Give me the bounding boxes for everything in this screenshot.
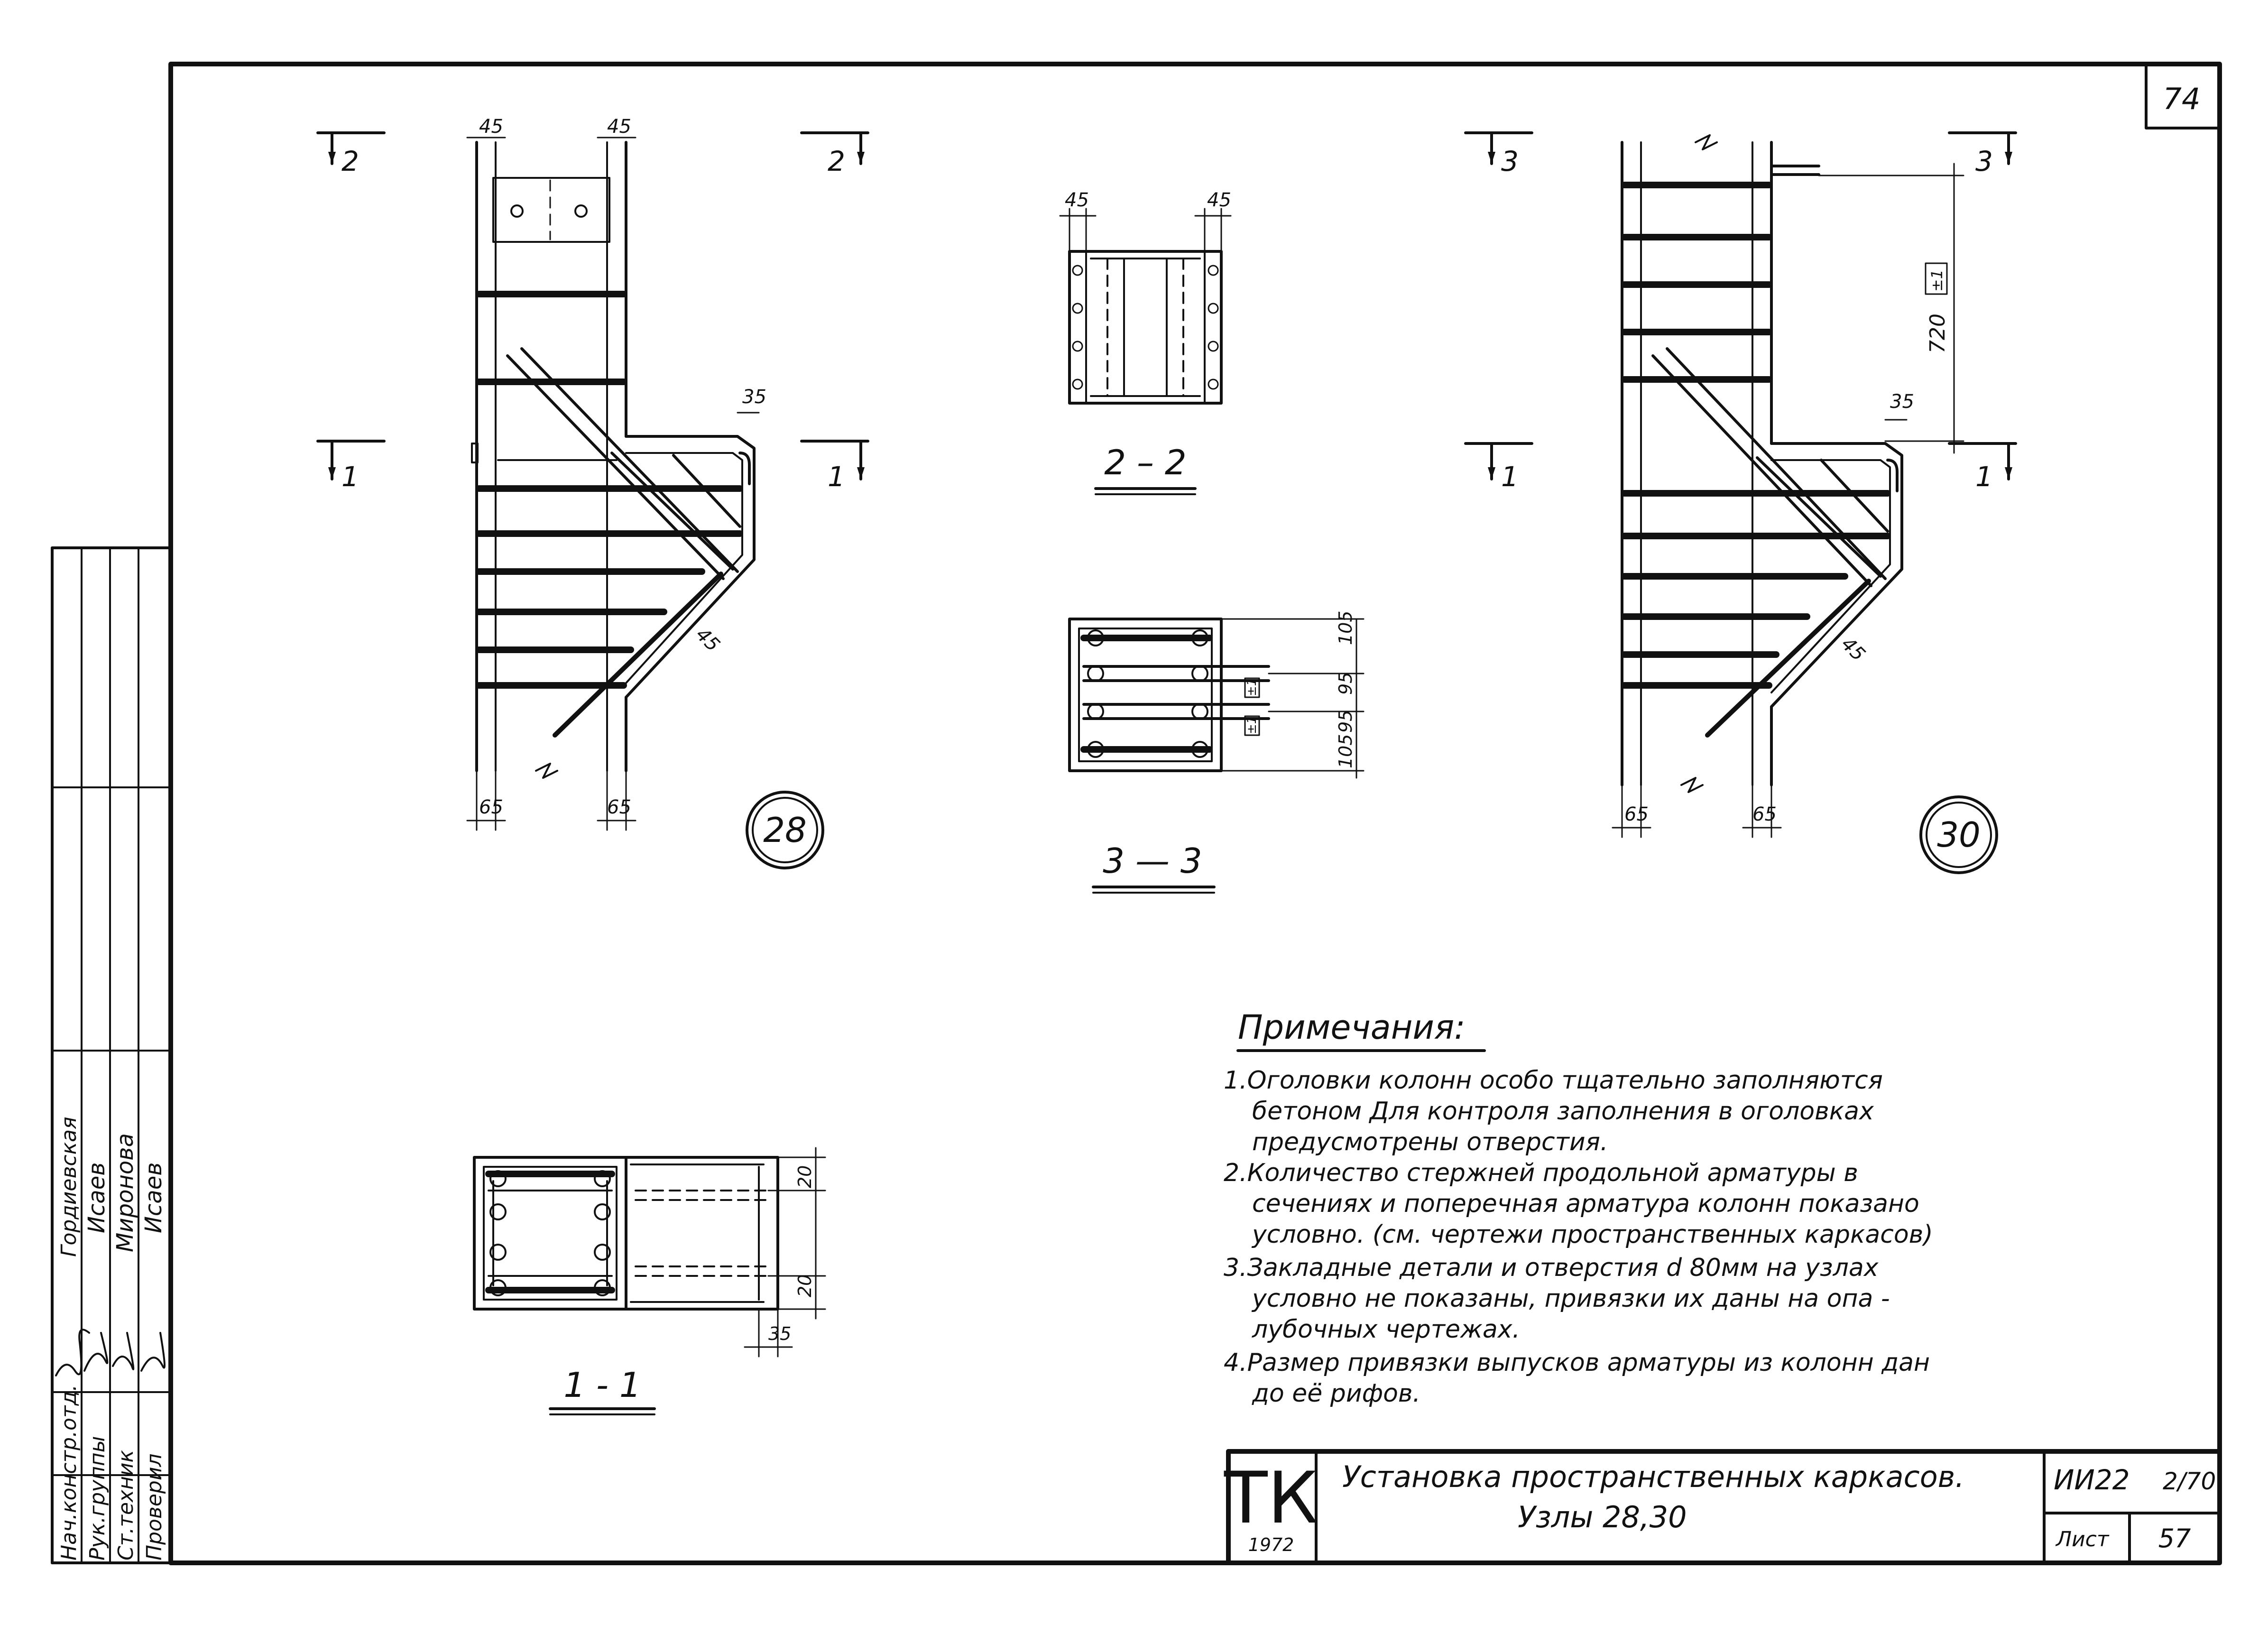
series-code: ИИ22 — [2054, 1464, 2130, 1496]
svg-text:45: 45 — [1065, 189, 1089, 211]
svg-text:±1: ±1 — [1245, 678, 1259, 696]
svg-text:65: 65 — [479, 796, 503, 818]
svg-text:1: 1 — [1501, 461, 1519, 493]
svg-text:65: 65 — [607, 796, 631, 818]
notes-block: Примечания: 1.Оголовки колонн особо тщат… — [1224, 1008, 1933, 1408]
svg-text:35: 35 — [1890, 391, 1914, 413]
svg-text:20: 20 — [794, 1165, 815, 1188]
name-checked: Исаев — [140, 1162, 167, 1233]
signature-scribble — [55, 1329, 166, 1376]
note-line: лубочных чертежах. — [1252, 1315, 1520, 1344]
node-30-drawing: 3 3 1 1 720 ±1 35 45 — [1464, 131, 2017, 874]
svg-text:720: 720 — [1926, 314, 1950, 353]
note-line: сечениях и поперечная арматура колонн по… — [1252, 1190, 1919, 1218]
section-1-1-label: 1 - 1 — [563, 1365, 641, 1405]
svg-text:1: 1 — [828, 461, 845, 493]
note-line: 3.Закладные детали и отверстия d 80мм на… — [1224, 1254, 1879, 1282]
node-28-drawing: 2 2 1 1 45 45 — [316, 116, 869, 869]
role-checked: Проверил — [142, 1453, 166, 1560]
role-technician: Ст.техник — [114, 1450, 138, 1560]
svg-text:45: 45 — [607, 116, 631, 138]
svg-text:45: 45 — [1837, 633, 1870, 666]
sheet-number: 57 — [2158, 1523, 2191, 1553]
cut-1-right: 1 — [800, 440, 869, 493]
note-line: предусмотрены отверстия. — [1252, 1128, 1608, 1156]
svg-text:3: 3 — [1501, 145, 1519, 177]
note-line: 4.Размер привязки выпусков арматуры из к… — [1224, 1348, 1930, 1377]
svg-text:±1: ±1 — [1245, 716, 1259, 734]
sheet-corner-box: 74 — [2145, 63, 2221, 129]
note-line: бетоном Для контроля заполнения в оголов… — [1252, 1097, 1874, 1126]
svg-text:65: 65 — [1624, 803, 1649, 825]
sheet-frame — [51, 62, 2222, 1565]
cut-2-left: 2 — [316, 131, 386, 177]
svg-text:95: 95 — [1335, 672, 1356, 695]
cut-1-left: 1 — [316, 440, 386, 493]
tk-logo: ТК 1972 — [1224, 1457, 1318, 1555]
sheet-title-line2: Узлы 28,30 — [1518, 1500, 1687, 1534]
note-line: условно. (см. чертежи пространственных к… — [1251, 1220, 1933, 1249]
notes-heading: Примечания: — [1238, 1008, 1466, 1047]
title-block: ТК 1972 Установка пространственных карка… — [1224, 1449, 2222, 1565]
role-chief: Нач.констр.отд. — [57, 1385, 81, 1560]
section-2-2-label: 2 – 2 — [1104, 443, 1186, 482]
section-3-3-label: 3 — 3 — [1103, 841, 1202, 881]
svg-text:2: 2 — [828, 145, 845, 177]
node-30-dimensions: 720 ±1 35 45 65 65 — [1612, 163, 1964, 838]
role-group-lead: Рук.группы — [85, 1436, 110, 1561]
signature-block: Нач.констр.отд. Рук.группы Ст.техник Про… — [51, 547, 172, 1564]
svg-text:95: 95 — [1335, 710, 1356, 733]
name-chief: Гордиевская — [57, 1117, 81, 1257]
svg-text:±1: ±1 — [1928, 269, 1946, 292]
node-30-label: 30 — [1919, 795, 1998, 874]
svg-text:2: 2 — [341, 145, 359, 177]
svg-text:45: 45 — [691, 624, 724, 656]
svg-text:3: 3 — [1975, 145, 1993, 177]
sheet-title-line1: Установка пространственных каркасов. — [1342, 1459, 1964, 1494]
svg-text:45: 45 — [479, 116, 503, 138]
svg-text:20: 20 — [794, 1274, 815, 1297]
name-technician: Миронова — [112, 1133, 138, 1252]
svg-text:ТК: ТК — [1224, 1457, 1318, 1540]
note-line: условно не показаны, привязки их даны на… — [1251, 1284, 1890, 1313]
svg-text:28: 28 — [763, 810, 807, 850]
svg-text:1: 1 — [341, 461, 359, 493]
svg-text:1972: 1972 — [1248, 1534, 1294, 1555]
svg-text:105: 105 — [1335, 734, 1356, 768]
svg-text:30: 30 — [1937, 815, 1981, 855]
series-fraction: 2/70 — [2163, 1468, 2216, 1495]
section-2-2: 45 45 2 – 2 — [1059, 189, 1232, 495]
svg-text:105: 105 — [1335, 610, 1356, 645]
svg-text:45: 45 — [1207, 189, 1231, 211]
svg-text:1: 1 — [1975, 461, 1993, 493]
name-group-lead: Исаев — [83, 1162, 110, 1233]
note-line: 1.Оголовки колонн особо тщательно заполн… — [1224, 1066, 1883, 1095]
cut-1-left-node30: 1 — [1464, 442, 1533, 493]
note-line: 2.Количество стержней продольной арматур… — [1224, 1159, 1858, 1187]
node-28-dimensions: 45 45 65 65 35 45 — [466, 116, 766, 831]
note-line: до её рифов. — [1252, 1379, 1420, 1408]
cut-3-left: 3 — [1464, 131, 1533, 177]
section-1-1: 20 20 35 1 - 1 — [473, 1147, 826, 1415]
sheet-label: Лист — [2055, 1527, 2110, 1551]
svg-text:35: 35 — [742, 386, 766, 408]
cut-3-right: 3 — [1948, 131, 2017, 177]
cut-2-right: 2 — [800, 131, 869, 177]
svg-text:65: 65 — [1752, 803, 1777, 825]
section-3-3: 105 95 95 105 ±1 ±1 3 — 3 — [1068, 610, 1364, 894]
svg-text:35: 35 — [768, 1323, 791, 1344]
sheet-corner-number: 74 — [2163, 82, 2201, 116]
node-28-label: 28 — [746, 791, 824, 869]
cut-1-right-node30: 1 — [1948, 442, 2017, 493]
